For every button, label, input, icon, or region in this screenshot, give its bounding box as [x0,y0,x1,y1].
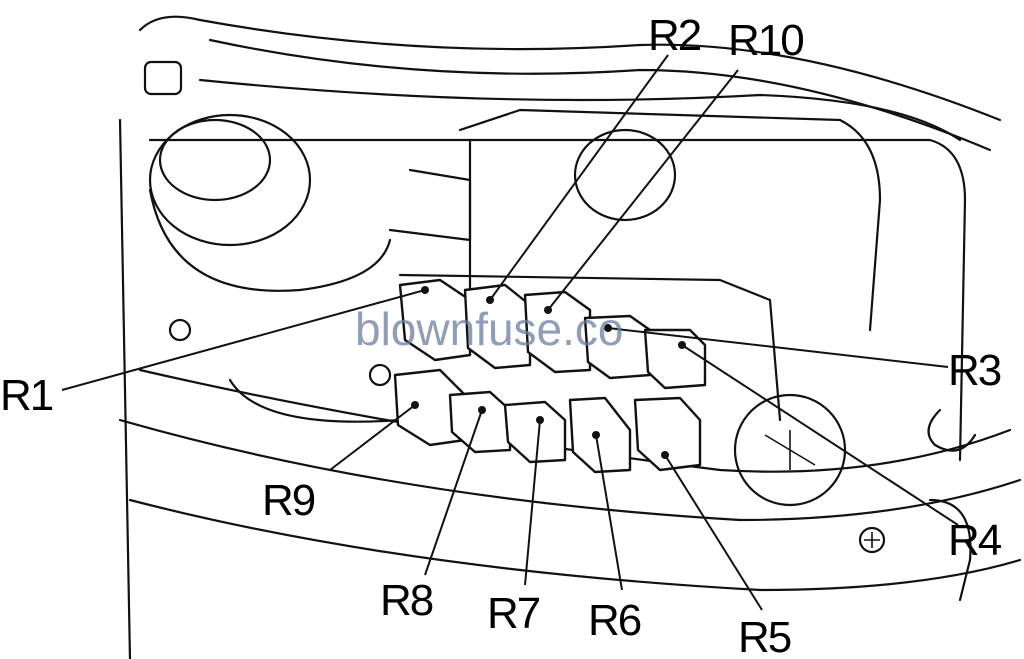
label-r6: R6 [588,596,641,645]
relays [393,278,707,474]
relay-r1[interactable] [398,278,472,362]
relay-r5[interactable] [633,396,702,472]
relay-r4[interactable] [643,328,707,390]
relay-r2[interactable] [463,283,532,370]
label-r3: R3 [948,346,1001,395]
label-r1: R1 [0,371,53,420]
label-r9: R9 [262,476,315,525]
relay-r10[interactable] [523,290,592,374]
relay-r8[interactable] [448,390,512,454]
label-r5: R5 [738,613,791,659]
engine-components [118,15,1022,659]
label-r8: R8 [380,576,433,625]
label-r10: R10 [728,16,803,65]
label-r4: R4 [948,516,1002,565]
label-r2: R2 [648,11,701,60]
label-r7: R7 [487,589,540,638]
relay-r7[interactable] [503,400,567,464]
leader-lines [61,54,959,611]
watermark: blownfuse.co [355,303,624,355]
